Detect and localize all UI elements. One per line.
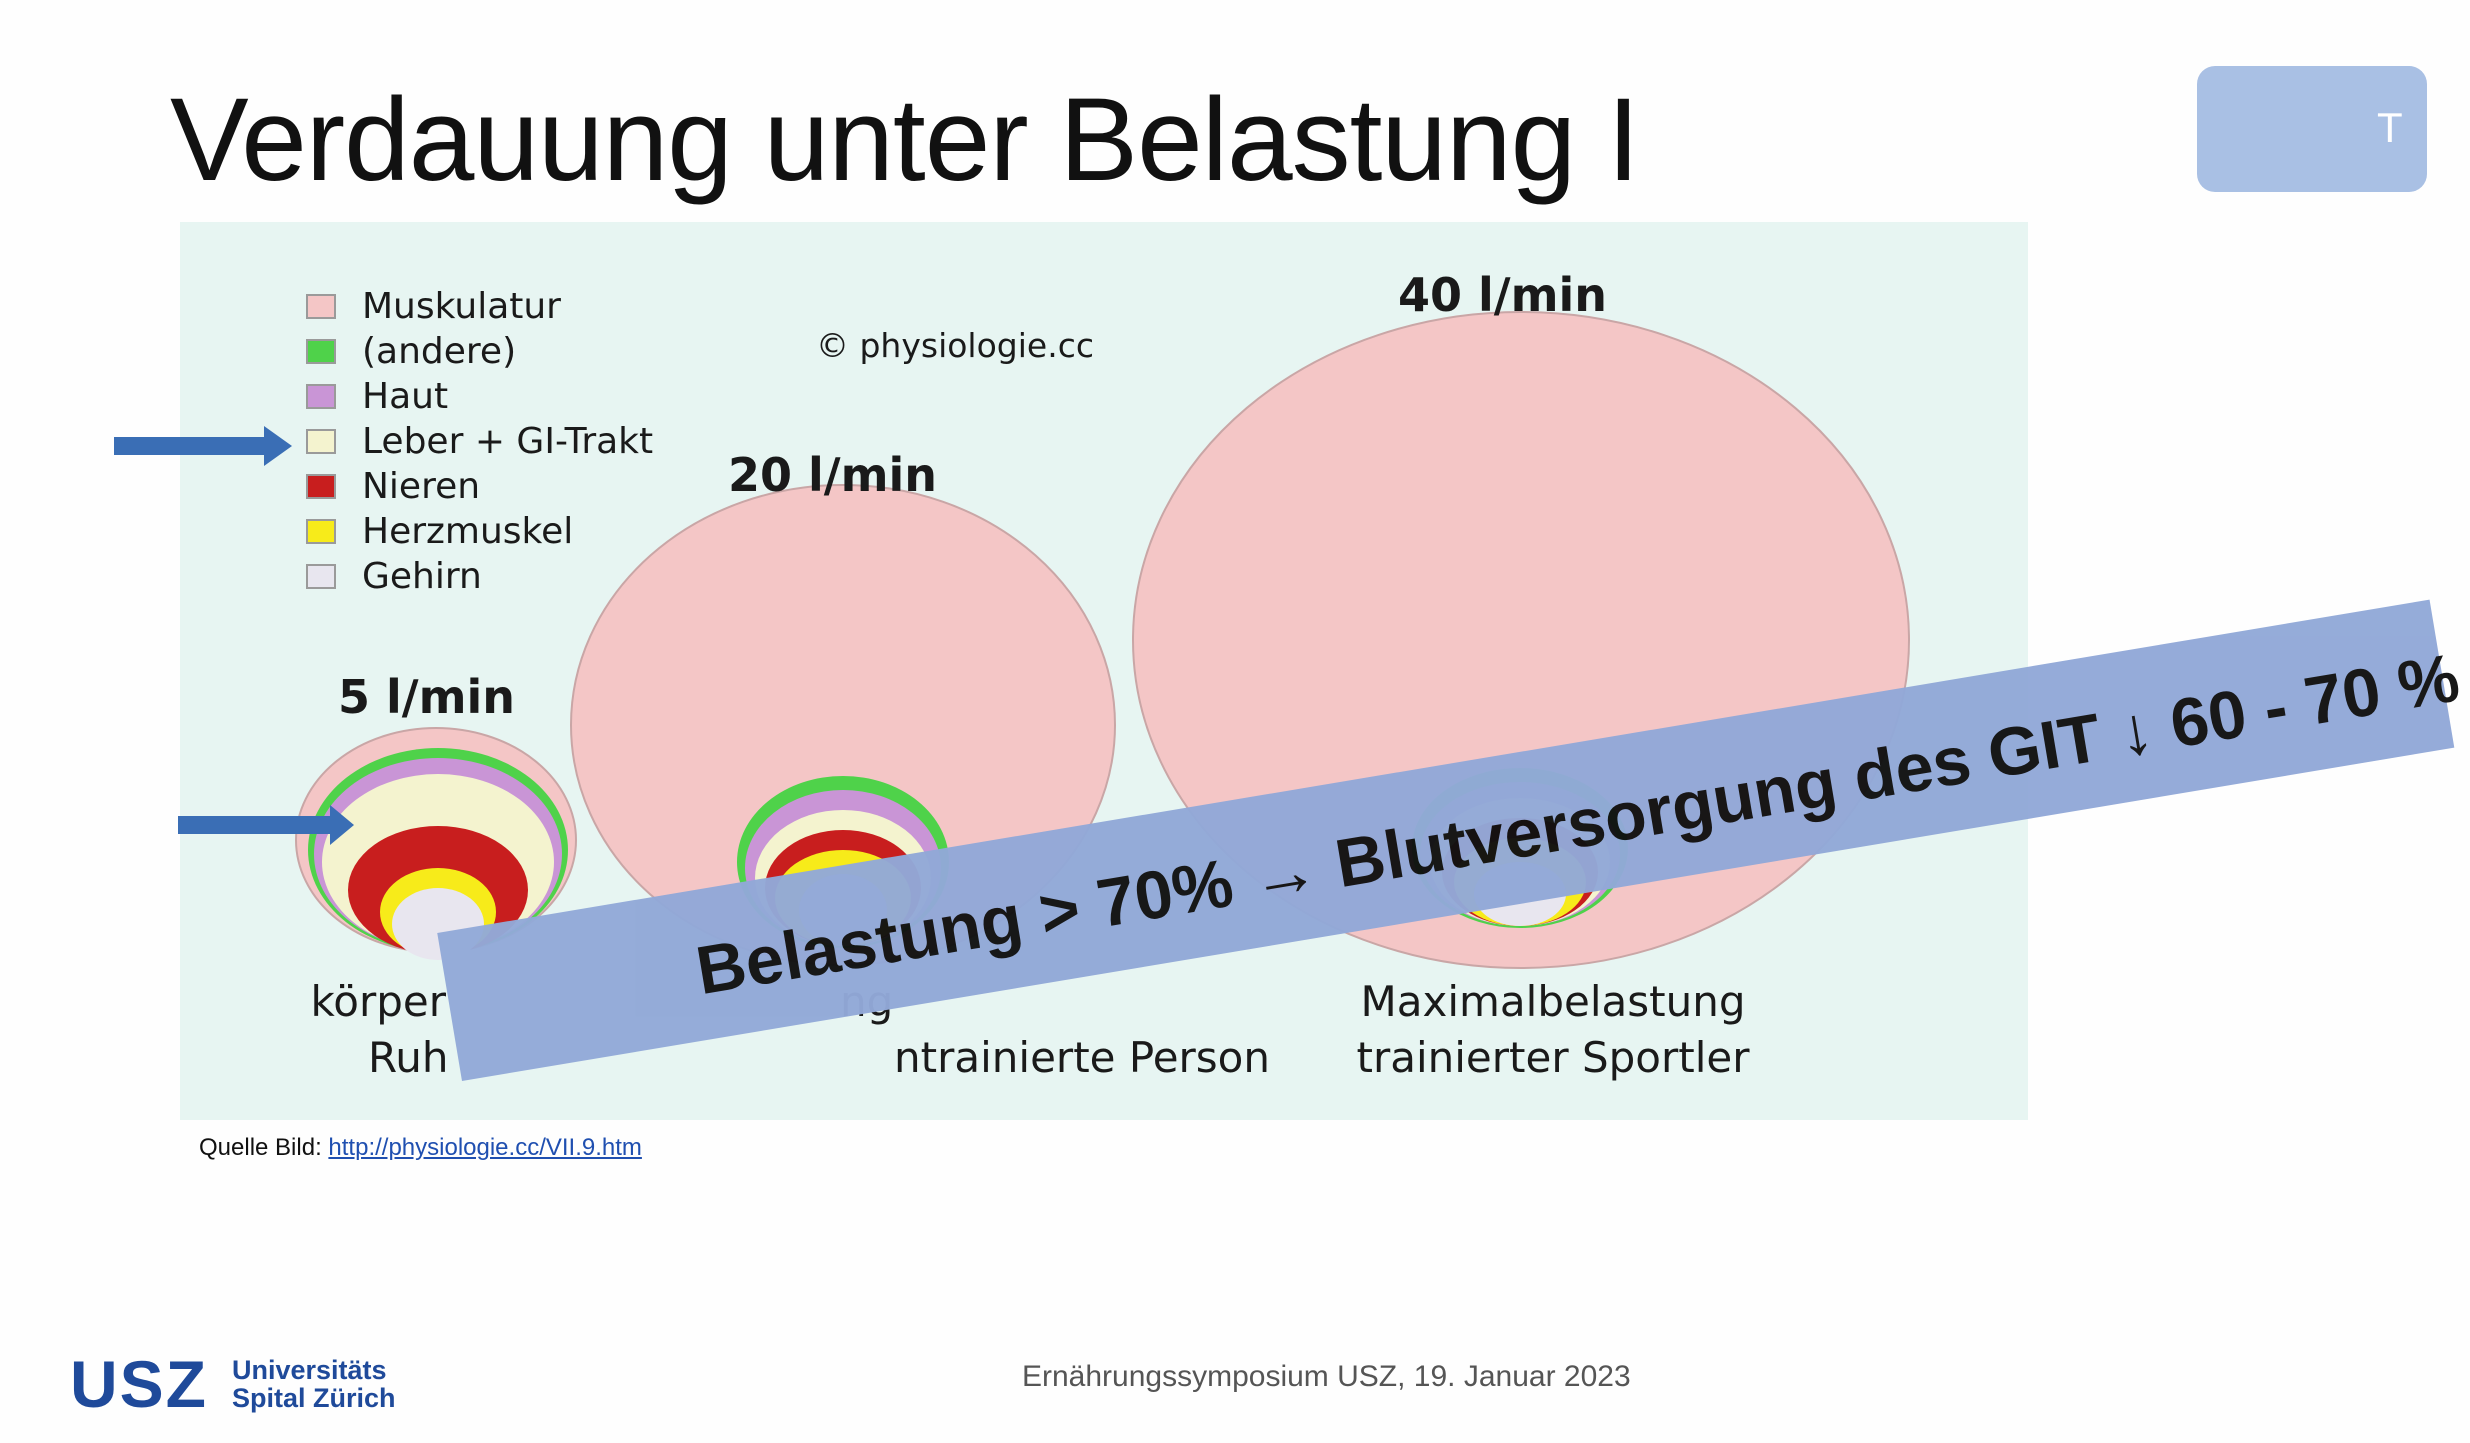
legend-label: Muskulatur — [362, 286, 561, 327]
legend-swatch — [306, 474, 336, 499]
legend-item: Nieren — [306, 464, 653, 509]
logo-line: Universitäts — [232, 1355, 387, 1385]
arrow-gi-legend-icon — [114, 426, 292, 466]
caption-line: körper — [310, 977, 447, 1026]
logo-line: Spital Zürich — [232, 1383, 396, 1413]
legend-swatch — [306, 564, 336, 589]
legend-item: Herzmuskel — [306, 509, 653, 554]
arrow-gi-circle-icon — [178, 805, 354, 845]
slide-title: Verdauung unter Belastung I — [170, 74, 1640, 206]
caption-trained: Maximalbelastung trainierter Sportler — [1328, 974, 1778, 1086]
tab-label: T — [2377, 104, 2403, 151]
legend-swatch — [306, 429, 336, 454]
caption-line: Ruh — [368, 1033, 449, 1082]
source-label: Quelle Bild: — [199, 1134, 329, 1161]
source-link[interactable]: http://physiologie.cc/VII.9.htm — [328, 1134, 642, 1161]
next-slide-tab[interactable]: T — [2197, 66, 2427, 192]
copyright-note: © physiologie.cc — [816, 326, 1094, 365]
legend-item: Muskulatur — [306, 284, 653, 329]
caption-rest: körper Ruh — [308, 974, 449, 1086]
legend-item: Haut — [306, 374, 653, 419]
legend-label: Nieren — [362, 466, 481, 507]
legend-item: Leber + GI-Trakt — [306, 419, 653, 464]
legend: Muskulatur (andere) Haut Leber + GI-Trak… — [306, 284, 653, 599]
legend-swatch — [306, 384, 336, 409]
logo-mark: USZ — [70, 1347, 208, 1421]
flow-label-untrained: 20 l/min — [728, 448, 938, 502]
legend-item: (andere) — [306, 329, 653, 374]
usz-logo: USZ Universitäts Spital Zürich — [70, 1346, 396, 1422]
footer-event: Ernährungssymposium USZ, 19. Januar 2023 — [1022, 1360, 1631, 1393]
caption-line: Maximalbelastung — [1360, 977, 1746, 1026]
legend-label: (andere) — [362, 331, 517, 372]
legend-label: Herzmuskel — [362, 511, 574, 552]
flow-label-trained: 40 l/min — [1398, 268, 1608, 322]
legend-swatch — [306, 294, 336, 319]
legend-item: Gehirn — [306, 554, 653, 599]
flow-label-rest: 5 l/min — [338, 670, 516, 724]
legend-swatch — [306, 339, 336, 364]
legend-label: Leber + GI-Trakt — [362, 421, 654, 462]
legend-swatch — [306, 519, 336, 544]
legend-label: Haut — [362, 376, 449, 417]
caption-line: ntrainierte Person — [894, 1033, 1270, 1082]
caption-line: trainierter Sportler — [1356, 1033, 1750, 1082]
image-source: Quelle Bild: http://physiologie.cc/VII.9… — [199, 1134, 642, 1162]
rest-circles — [295, 727, 577, 960]
logo-text: Universitäts Spital Zürich — [232, 1356, 396, 1412]
legend-label: Gehirn — [362, 556, 482, 597]
